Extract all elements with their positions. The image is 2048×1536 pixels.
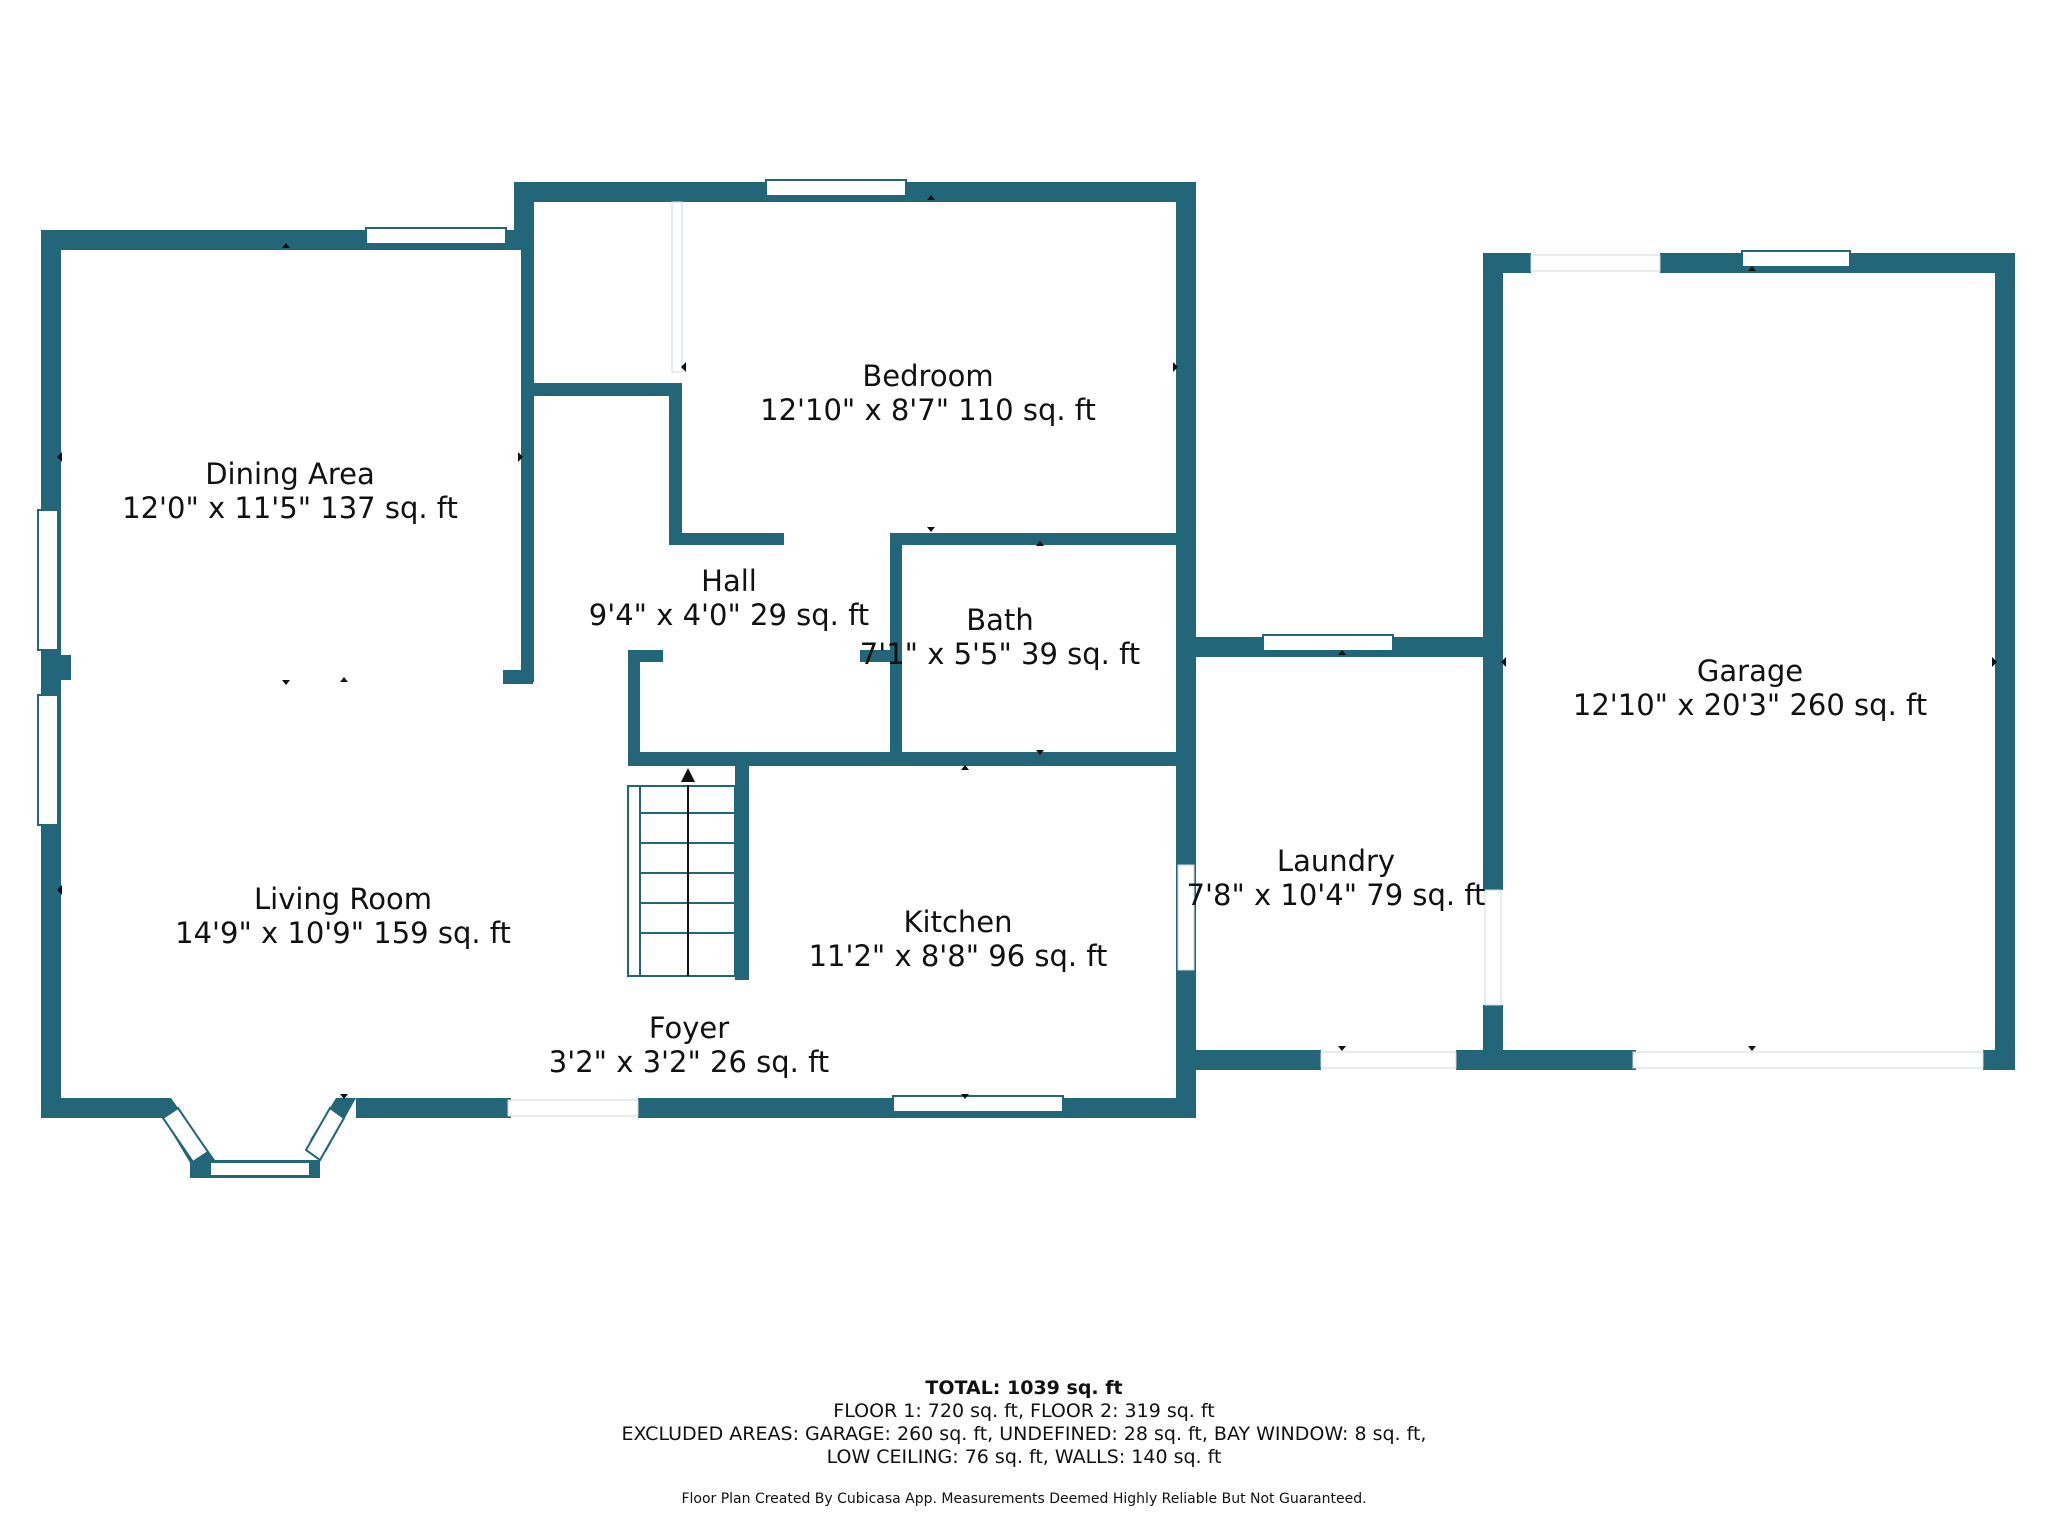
dining-area-name: Dining Area bbox=[205, 457, 375, 491]
foyer-dims: 3'2" x 3'2" 26 sq. ft bbox=[549, 1045, 829, 1079]
bedroom-dims: 12'10" x 8'7" 110 sq. ft bbox=[760, 393, 1096, 427]
staircase bbox=[627, 768, 736, 977]
dimension-markers bbox=[57, 195, 1997, 1099]
room-labels: Dining Area 12'0" x 11'5" 137 sq. ft Bed… bbox=[122, 359, 1927, 1079]
excluded-areas-line-1: EXCLUDED AREAS: GARAGE: 260 sq. ft, UNDE… bbox=[621, 1423, 1427, 1445]
windows bbox=[37, 179, 1851, 1177]
door-openings bbox=[507, 201, 1984, 1117]
laundry-name: Laundry bbox=[1277, 844, 1395, 878]
living-room-dims: 14'9" x 10'9" 159 sq. ft bbox=[175, 916, 511, 950]
dining-area-dims: 12'0" x 11'5" 137 sq. ft bbox=[122, 491, 458, 525]
hall-dims: 9'4" x 4'0" 29 sq. ft bbox=[589, 598, 869, 632]
kitchen-name: Kitchen bbox=[904, 905, 1013, 939]
hall-name: Hall bbox=[701, 564, 757, 598]
kitchen-dims: 11'2" x 8'8" 96 sq. ft bbox=[809, 939, 1108, 973]
bath-dims: 7'1" x 5'5" 39 sq. ft bbox=[860, 637, 1140, 671]
garage-name: Garage bbox=[1697, 654, 1803, 688]
excluded-areas-line-2: LOW CEILING: 76 sq. ft, WALLS: 140 sq. f… bbox=[826, 1446, 1222, 1468]
garage-dims: 12'10" x 20'3" 260 sq. ft bbox=[1573, 688, 1927, 722]
bedroom-name: Bedroom bbox=[862, 359, 993, 393]
laundry-dims: 7'8" x 10'4" 79 sq. ft bbox=[1187, 878, 1486, 912]
bath-name: Bath bbox=[966, 603, 1033, 637]
living-room-name: Living Room bbox=[254, 882, 432, 916]
foyer-name: Foyer bbox=[649, 1011, 729, 1045]
floor-areas: FLOOR 1: 720 sq. ft, FLOOR 2: 319 sq. ft bbox=[833, 1400, 1215, 1422]
total-area: TOTAL: 1039 sq. ft bbox=[925, 1377, 1123, 1399]
area-summary: TOTAL: 1039 sq. ft FLOOR 1: 720 sq. ft, … bbox=[0, 1377, 2048, 1469]
credit-text: Floor Plan Created By Cubicasa App. Meas… bbox=[681, 1491, 1367, 1507]
